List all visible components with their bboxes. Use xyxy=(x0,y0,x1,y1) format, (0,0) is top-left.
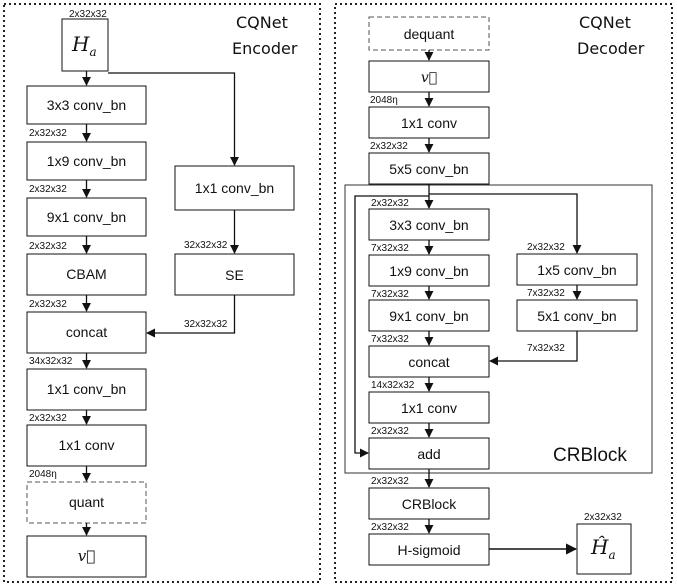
encoder-main-path: 3x3 conv_bn 1x9 conv_bn 9x1 conv_bn CBAM… xyxy=(26,85,147,578)
encoder-label-1x9-conv-bn: 1x9 conv_bn xyxy=(47,153,126,169)
crblock-dims-1x5: 2x32x32 xyxy=(527,242,565,253)
crblock-box-9x1-conv-bn xyxy=(368,299,490,332)
encoder-label-cbam: CBAM xyxy=(66,266,106,282)
decoder-label-h-sigmoid: H-sigmoid xyxy=(397,542,460,558)
encoder-label-quant: quant xyxy=(69,494,104,510)
encoder-dims-4: 2x32x32 xyxy=(29,299,67,310)
crblock-dims-1x9: 7x32x32 xyxy=(371,243,409,254)
crblock-dims-5x1: 7x32x32 xyxy=(527,288,565,299)
decoder-panel: CQNet Decoder dequant v⃗ 2048η 1x1 conv … xyxy=(334,3,673,583)
encoder-box-cbam xyxy=(26,253,147,296)
decoder-box-crblock xyxy=(368,487,490,520)
crblock-frame xyxy=(344,184,653,474)
encoder-dims-5: 34x32x32 xyxy=(29,356,73,367)
crblock-label-1x9-conv-bn: 1x9 conv_bn xyxy=(389,263,468,279)
decoder-arrows xyxy=(354,50,582,555)
crblock-title: CRBlock xyxy=(553,445,627,466)
decoder-title-line1: CQNet xyxy=(579,13,631,32)
encoder-title-line1: CQNet xyxy=(236,13,288,32)
decoder-box-5x5-conv-bn xyxy=(368,152,490,185)
encoder-label-9x1-conv-bn: 9x1 conv_bn xyxy=(47,209,126,225)
decoder-dims-2048: 2048η xyxy=(370,95,398,106)
crblock-dims-add: 2x32x32 xyxy=(371,426,409,437)
decoder-box-1x1-conv xyxy=(368,106,490,139)
encoder-output-symbol: v⃗ xyxy=(78,547,95,565)
encoder-side-box-1x1-conv-bn xyxy=(174,165,295,211)
encoder-title-line2: Encoder xyxy=(232,39,298,58)
encoder-box-output-v xyxy=(26,535,147,578)
encoder-box-1x1-conv xyxy=(26,424,147,467)
crblock-dims-1x1: 14x32x32 xyxy=(371,380,415,391)
encoder-side-dims-2: 32x32x32 xyxy=(184,319,228,330)
decoder-label-5x5-conv-bn: 5x5 conv_bn xyxy=(389,161,468,177)
decoder-box-dequant xyxy=(368,16,490,51)
encoder-box-1x9-conv-bn xyxy=(26,141,147,181)
encoder-dims-1: 2x32x32 xyxy=(29,128,67,139)
crblock-label-5x1-conv-bn: 5x1 conv_bn xyxy=(537,308,616,324)
decoder-output-symbol: Ĥa xyxy=(590,535,616,562)
encoder-label-1x1-conv-bn: 1x1 conv_bn xyxy=(47,381,126,397)
encoder-box-quant xyxy=(26,481,147,524)
encoder-box-1x1-conv-bn xyxy=(26,368,147,411)
decoder-title-line2: Decoder xyxy=(577,39,645,58)
crblock-label-3x3-conv-bn: 3x3 conv_bn xyxy=(389,217,468,233)
crblock-box-1x1-conv xyxy=(368,391,490,424)
decoder-box-h-sigmoid xyxy=(368,533,490,566)
crblock-label-add: add xyxy=(417,446,440,462)
decoder-label-crblock: CRBlock xyxy=(402,496,457,512)
encoder-label-concat: concat xyxy=(66,324,107,340)
decoder-dims-hsigmoid: 2x32x32 xyxy=(371,522,409,533)
encoder-label-3x3-conv-bn: 3x3 conv_bn xyxy=(47,97,126,113)
encoder-input-dims: 2x32x32 xyxy=(69,9,107,20)
encoder-dims-6: 2x32x32 xyxy=(29,413,67,424)
crblock-box-1x5-conv-bn xyxy=(516,253,638,286)
decoder-dims-crblock: 2x32x32 xyxy=(371,476,409,487)
crblock-box-1x9-conv-bn xyxy=(368,254,490,287)
decoder-output-dims: 2x32x32 xyxy=(584,512,622,523)
encoder-dims-2: 2x32x32 xyxy=(29,184,67,195)
encoder-side-dims-1: 32x32x32 xyxy=(184,240,228,251)
crblock-box-5x1-conv-bn xyxy=(516,299,638,332)
encoder-input-box xyxy=(61,18,109,72)
decoder-box-v xyxy=(368,60,490,93)
crblock: CRBlock 2x32x32 3x3 conv_bn 7x32x32 1x9 … xyxy=(344,184,653,474)
decoder-dims-pre-5x5: 2x32x32 xyxy=(370,141,408,152)
crblock-dims-right-out: 7x32x32 xyxy=(527,343,565,354)
encoder-dims-7: 2048η xyxy=(29,469,57,480)
crblock-label-concat: concat xyxy=(408,354,449,370)
encoder-panel: CQNet Encoder 2x32x32 Ha 3x3 conv_bn 1x9… xyxy=(3,3,321,583)
decoder-v-symbol: v⃗ xyxy=(421,70,437,86)
crblock-label-1x1-conv: 1x1 conv xyxy=(401,400,457,416)
encoder-frame xyxy=(3,3,321,583)
crblock-label-1x5-conv-bn: 1x5 conv_bn xyxy=(537,262,616,278)
crblock-label-9x1-conv-bn: 9x1 conv_bn xyxy=(389,308,468,324)
decoder-label-1x1-conv: 1x1 conv xyxy=(401,115,457,131)
encoder-side-arrows xyxy=(108,72,240,338)
crblock-dims-9x1: 7x32x32 xyxy=(371,289,409,300)
crblock-dims-concat: 7x32x32 xyxy=(371,334,409,345)
decoder-label-dequant: dequant xyxy=(404,26,455,42)
encoder-side-box-se xyxy=(174,253,295,296)
encoder-side-label-1x1-conv-bn: 1x1 conv_bn xyxy=(195,180,274,196)
encoder-side-label-se: SE xyxy=(225,267,244,283)
crblock-dims-3x3: 2x32x32 xyxy=(371,198,409,209)
encoder-dims-3: 2x32x32 xyxy=(29,241,67,252)
encoder-input-symbol: Ha xyxy=(71,32,97,59)
decoder-frame xyxy=(334,3,673,583)
encoder-box-concat xyxy=(26,311,147,354)
encoder-label-1x1-conv: 1x1 conv xyxy=(58,437,114,453)
crblock-box-3x3-conv-bn xyxy=(368,208,490,241)
encoder-box-9x1-conv-bn xyxy=(26,197,147,237)
